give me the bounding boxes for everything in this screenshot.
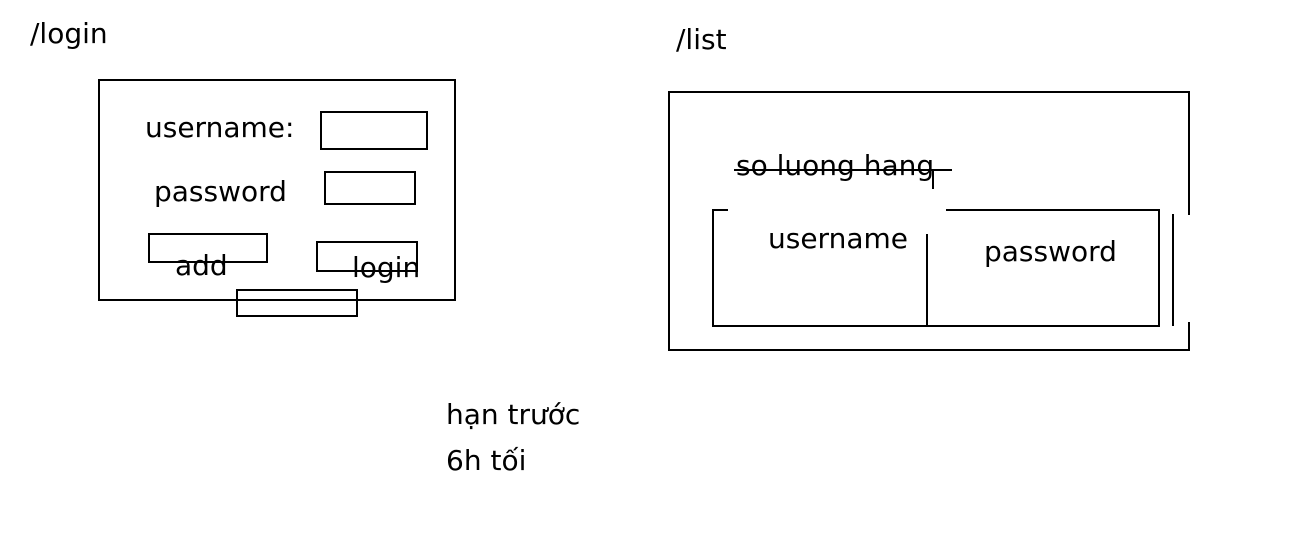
column-header-username: username: [768, 222, 908, 255]
list-frame-top: [668, 91, 1190, 93]
count-strikethrough: [734, 169, 952, 171]
extra-box: [236, 289, 358, 317]
column-header-password: password: [984, 235, 1117, 268]
login-form-frame: [98, 79, 456, 301]
list-frame-left: [668, 91, 670, 351]
table-column-divider: [926, 234, 928, 327]
password-label: password: [154, 175, 287, 208]
table-top-right-segment: [946, 209, 1160, 211]
deadline-note-line2: 6h tối: [446, 444, 527, 477]
add-button-label: add: [175, 249, 228, 282]
password-input[interactable]: [324, 171, 416, 205]
list-frame-right-lower: [1188, 322, 1190, 351]
table-top-left-segment: [712, 209, 728, 211]
list-route-label: /list: [676, 23, 727, 56]
username-input[interactable]: [320, 111, 428, 150]
table-right: [1158, 209, 1160, 327]
login-route-label: /login: [30, 17, 108, 50]
list-frame-right-upper: [1188, 91, 1190, 215]
count-label: so luong hang: [736, 149, 935, 182]
login-button[interactable]: [316, 241, 418, 272]
list-frame-right-inner: [1172, 214, 1174, 326]
table-bottom: [712, 325, 1160, 327]
username-label: username:: [145, 111, 295, 144]
deadline-note-line1: hạn trước: [446, 398, 581, 431]
table-left: [712, 209, 714, 327]
count-tick: [932, 169, 934, 189]
list-frame-bottom: [668, 349, 1190, 351]
add-button[interactable]: [148, 233, 268, 263]
login-button-label: login: [352, 251, 421, 284]
